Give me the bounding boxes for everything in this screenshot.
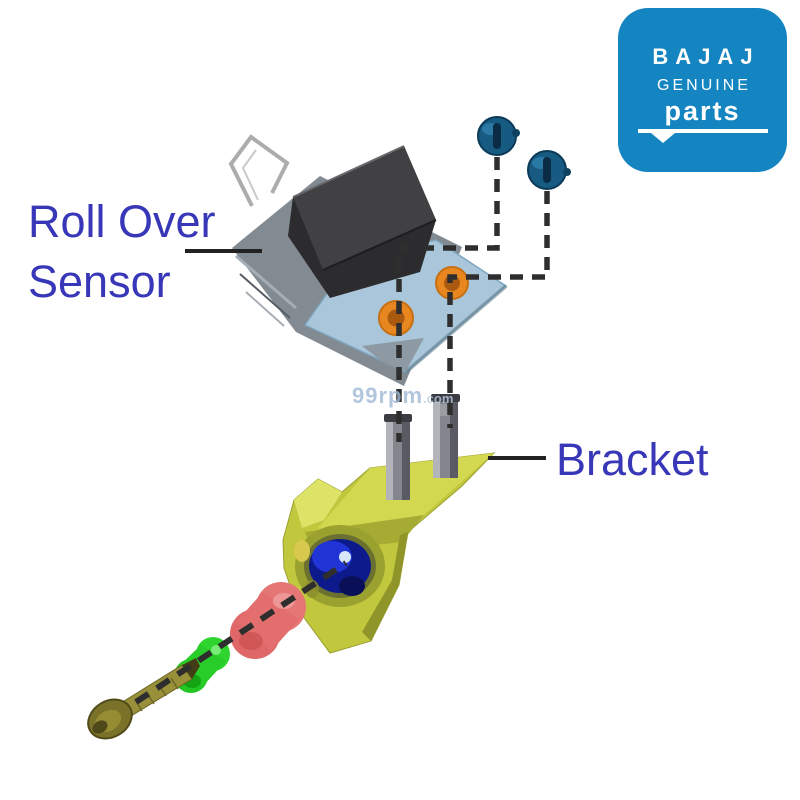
screw-right	[527, 150, 571, 190]
logo-arrow-icon	[650, 133, 675, 143]
bracket-stud-right	[431, 394, 460, 478]
bracket-stud-left	[384, 414, 412, 500]
bracket-part	[282, 394, 496, 654]
roll-over-sensor-label-line2: Sensor	[28, 256, 171, 307]
bracket-label: Bracket	[556, 434, 709, 485]
grommet-left	[378, 300, 414, 336]
sensor-wire-loop	[228, 134, 290, 207]
logo-underline	[637, 129, 768, 143]
watermark-name: 99rpm	[352, 383, 424, 408]
bajaj-genuine-parts-logo: BAJAJ GENUINE parts	[618, 8, 787, 172]
watermark-tld: .com	[423, 391, 454, 406]
dashed-line-screw-right	[447, 191, 550, 428]
dashed-line-screw-left	[396, 157, 500, 442]
mounting-bolt-part	[87, 658, 200, 740]
logo-genuine-text: GENUINE	[657, 77, 751, 94]
roll-over-sensor-label: Roll Over Sensor	[28, 192, 216, 312]
red-bushing-part	[230, 582, 306, 659]
screw-left	[477, 116, 520, 156]
assembly-dashed-lines	[134, 157, 550, 705]
logo-brand-text: BAJAJ	[652, 44, 760, 69]
roll-over-sensor-part	[228, 134, 508, 386]
sensor-wire-loop-inner	[241, 149, 259, 201]
roll-over-sensor-label-line1: Roll Over	[28, 196, 216, 247]
dashed-line-bolt-axis	[134, 560, 348, 705]
watermark: 99rpm.com	[352, 383, 453, 409]
logo-parts-text: parts	[664, 96, 741, 126]
